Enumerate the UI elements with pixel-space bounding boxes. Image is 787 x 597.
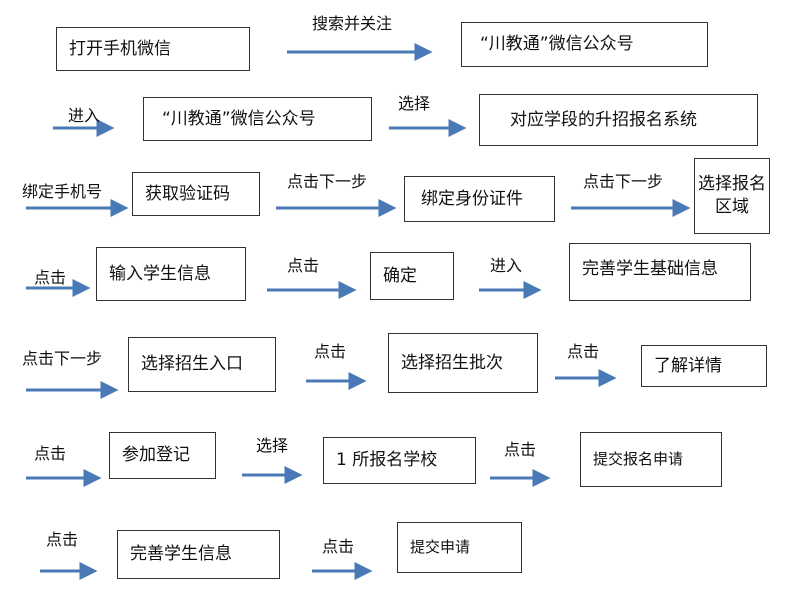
- step-one-school: 1 所报名学校: [323, 437, 476, 484]
- step-select-batch: 选择招生批次: [388, 333, 538, 393]
- step-get-code: 获取验证码: [132, 172, 260, 216]
- step-details: 了解详情: [641, 345, 767, 387]
- label-next-1: 点击下一步: [287, 172, 368, 191]
- label-select-1: 选择: [398, 94, 431, 113]
- step-select-region: 选择报名区域: [694, 158, 770, 234]
- label-enter-1: 进入: [68, 106, 101, 125]
- step-enrollment-system: 对应学段的升招报名系统: [479, 94, 758, 146]
- label-click-4: 点击: [567, 342, 600, 361]
- label-next-2: 点击下一步: [583, 172, 664, 191]
- step-submit-application: 提交报名申请: [580, 432, 722, 487]
- step-bind-id: 绑定身份证件: [404, 176, 555, 222]
- label-click-3: 点击: [314, 342, 347, 361]
- step-select-entry: 选择招生入口: [128, 337, 276, 392]
- step-complete-info: 完善学生信息: [117, 530, 280, 579]
- step-official-account-2: “川教通”微信公众号: [143, 97, 372, 141]
- label-bind-phone: 绑定手机号: [22, 182, 103, 201]
- step-submit: 提交申请: [397, 522, 522, 573]
- step-confirm: 确定: [370, 252, 454, 300]
- label-select-2: 选择: [256, 436, 289, 455]
- label-click-8: 点击: [322, 537, 355, 556]
- label-enter-2: 进入: [490, 256, 523, 275]
- step-register: 参加登记: [109, 432, 216, 479]
- label-click-6: 点击: [504, 440, 537, 459]
- label-search-follow: 搜索并关注: [312, 14, 393, 33]
- label-click-5: 点击: [34, 444, 67, 463]
- step-complete-basic: 完善学生基础信息: [569, 243, 751, 301]
- step-open-wechat: 打开手机微信: [56, 27, 250, 71]
- step-official-account-1: “川教通”微信公众号: [461, 22, 708, 67]
- step-input-info: 输入学生信息: [96, 247, 246, 301]
- label-click-7: 点击: [46, 530, 79, 549]
- label-click-1: 点击: [34, 268, 67, 287]
- label-click-2: 点击: [287, 256, 320, 275]
- label-next-3: 点击下一步: [22, 349, 103, 368]
